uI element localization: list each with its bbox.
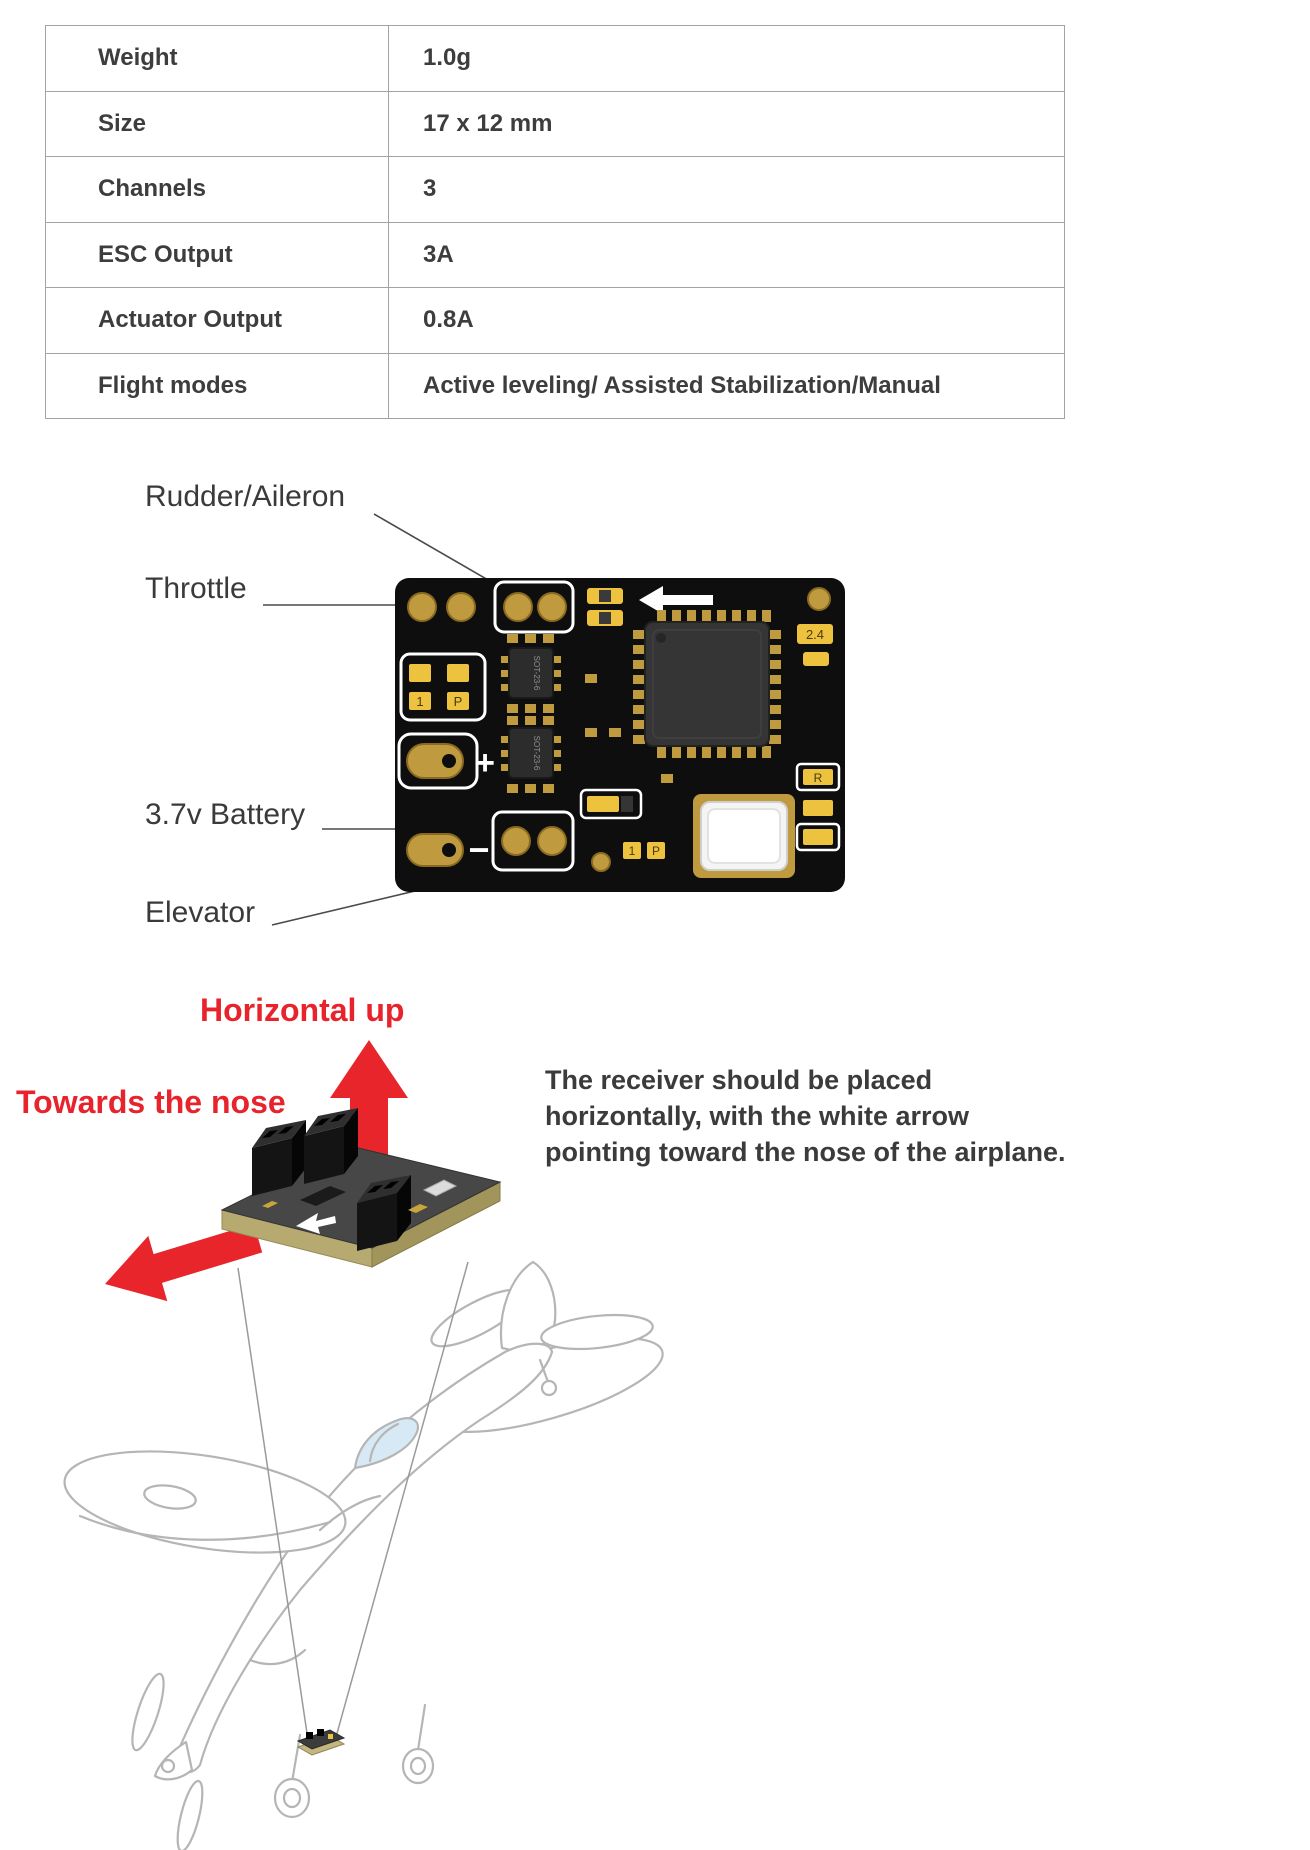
plus-mark: + [475,744,495,782]
description-line: pointing toward the nose of the airplane… [545,1137,1066,1167]
battery-plus-pad: + [397,732,495,790]
receiver-pcb-top-view: 2.4 1 P [395,578,845,892]
spec-label-cell: Flight modes [45,352,389,419]
rudder-leader-line [373,513,522,600]
crystal-on-board [422,1179,458,1197]
led-component [579,788,643,820]
ic-on-board [300,1186,346,1206]
spec-value-cell: Active leveling/ Assisted Stabilization/… [388,352,1065,419]
elevator-leader-line [271,866,517,926]
sot23-marking: SOT-23-6 [532,736,541,771]
spec-value-cell: 17 x 12 mm [388,90,1065,157]
silkscreen-p: P [652,844,660,858]
airplane-drawing [63,1260,664,1850]
silkscreen-1: 1 [629,844,636,858]
spec-value-cell: 3A [388,221,1065,288]
throttle-label: Throttle [145,572,247,605]
wing-roundel [143,1484,197,1510]
left-wing [63,1450,347,1554]
spec-label-cell: ESC Output [45,221,389,288]
right-edge-components-bottom: R [795,762,841,852]
mcu-chip [633,610,781,758]
minus-mark: − [468,829,489,870]
pcb-white-arrow-icon [639,586,713,614]
wing-root-fairing [318,1494,382,1532]
silkscreen-2-4: 2.4 [806,627,824,642]
landing-gear [273,1358,558,1819]
board-white-arrow-icon [296,1213,336,1234]
table-row: Size 17 x 12 mm [45,90,1065,157]
antenna-pad [807,587,831,611]
rudder-aileron-label: Rudder/Aileron [145,480,346,513]
horizontal-up-label: Horizontal up [200,992,405,1028]
elevator-label: Elevator [145,896,256,929]
pcb-board-body [395,578,845,892]
table-row: Weight 1.0g [45,25,1065,92]
bottom-small-components: 1 P [623,842,665,859]
spec-label-cell: Channels [45,156,389,223]
propeller-blade-upper [131,1672,165,1752]
towards-nose-arrow-icon [105,1223,263,1302]
horizontal-up-arrow-icon [330,1040,408,1175]
silkscreen-r: R [814,771,823,785]
sot23-marking: SOT-23-6 [532,656,541,691]
fuselage-panel-line [248,1648,307,1666]
pcb-leader-lines [263,513,522,926]
crystal-component [693,794,795,878]
left-stabilizer [430,1288,526,1348]
scattered-pads [585,674,673,783]
table-row: Flight modes Active leveling/ Assisted S… [45,352,1065,419]
cockpit-canopy [353,1417,420,1470]
elevator-connector [491,810,575,872]
spec-value-cell: 3 [388,156,1065,223]
battery-minus-pad: − [406,829,490,870]
tail-fin [499,1260,557,1354]
pin-header-block [357,1175,411,1251]
towards-the-nose-label: Towards the nose [16,1084,286,1120]
placement-description: The receiver should be placed horizontal… [545,1062,1125,1170]
board-small-parts [262,1201,428,1213]
spec-table: Weight 1.0g Size 17 x 12 mm Channels 3 E… [45,25,1065,419]
spec-label-cell: Size [45,90,389,157]
prop-hub [160,1758,176,1774]
rudder-aileron-connector [493,580,575,634]
left-component-box: 1 P [399,652,487,722]
spinner [153,1740,194,1781]
mounted-receiver [296,1729,346,1756]
throttle-pads [407,592,476,622]
sot23-chip-1: SOT-23-6 [501,634,561,713]
aileron-line [78,1514,332,1541]
pin-header-block [252,1120,306,1196]
spec-label-cell: Weight [45,25,389,92]
pin-header-block [304,1108,358,1184]
propeller-blade-lower [176,1779,204,1850]
spec-value-cell: 1.0g [388,25,1065,92]
silkscreen-p: P [454,694,463,709]
receiver-3d-render [220,1108,502,1268]
fuselage [173,1342,554,1774]
sot23-chip-2: SOT-23-6 [501,716,561,793]
right-wing [426,1337,664,1433]
right-stabilizer [540,1313,654,1351]
canopy-frame-line [368,1422,400,1463]
spec-label-cell: Actuator Output [45,287,389,354]
right-edge-components-top: 2.4 [797,624,833,666]
description-line: The receiver should be placed [545,1065,933,1095]
table-row: Actuator Output 0.8A [45,287,1065,354]
smd-components-top [587,588,623,626]
table-row: ESC Output 3A [45,221,1065,288]
battery-label: 3.7v Battery [145,798,306,831]
spec-value-cell: 0.8A [388,287,1065,354]
description-line: horizontally, with the white arrow [545,1101,970,1131]
install-leader-lines [237,1261,469,1741]
table-row: Channels 3 [45,156,1065,223]
bottom-pad [591,852,611,872]
silkscreen-1: 1 [416,694,423,709]
